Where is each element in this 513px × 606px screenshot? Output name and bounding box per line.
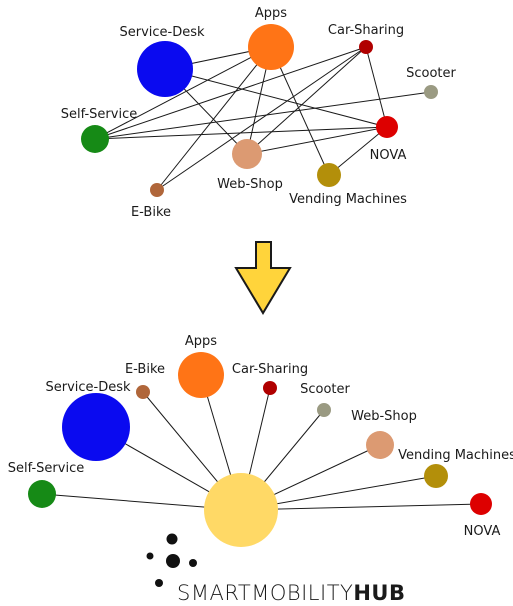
network-labels: Service-Desk AppsCar-SharingScooterSelf-S… — [61, 6, 457, 220]
network-label-e-bike: E-Bike — [131, 205, 171, 220]
network-edge-web-shop-nova — [246, 126, 388, 155]
hub-label-scooter: Scooter — [300, 382, 350, 397]
hub-label-e-bike: E-Bike — [125, 362, 165, 377]
hub-label-apps: Apps — [185, 334, 217, 349]
network-label-self-service: Self-Service — [61, 107, 137, 122]
logo-dot — [155, 579, 163, 587]
hub-label-self-service: Self-Service — [8, 461, 84, 476]
hub-nodes — [28, 352, 492, 515]
network-edge-self-service-nova — [94, 126, 388, 140]
transition-arrow-icon — [234, 241, 292, 315]
network-edge-service-desk-nova — [164, 68, 388, 128]
network-node-apps — [248, 24, 294, 70]
brand-hub: HUB — [353, 581, 405, 605]
logo-dot — [166, 533, 178, 545]
hub-labels: Self-Service Service-Desk E-Bike AppsCar-Sh… — [8, 334, 513, 539]
network-nodes — [81, 24, 438, 197]
hub-spoke-nova — [240, 503, 482, 511]
hub-node-web-shop — [366, 431, 394, 459]
hub-label-web-shop: Web-Shop — [351, 409, 417, 424]
logo-dot — [189, 559, 197, 567]
network-edge-car-sharing-nova — [365, 46, 388, 128]
logo-dot — [146, 552, 154, 560]
network-label-scooter: Scooter — [406, 66, 456, 81]
hub-node-scooter — [317, 403, 331, 417]
network-edge-car-sharing-web-shop — [246, 46, 367, 155]
network-label-car-sharing: Car-Sharing — [328, 23, 404, 38]
brand-smart: SMART — [177, 581, 251, 605]
network-node-e-bike — [150, 183, 164, 197]
network-edge-apps-e-bike — [156, 46, 272, 191]
brand-mobility: MOBILITY — [251, 581, 353, 605]
hub-label-vending: Vending Machines — [398, 448, 513, 463]
hub-node-e-bike — [136, 385, 150, 399]
hub-label-service-desk: Service-Desk — [45, 380, 131, 395]
hub-node-self-service — [28, 480, 56, 508]
network-label-web-shop: Web-Shop — [217, 177, 283, 192]
network-node-car-sharing — [359, 40, 373, 54]
network-edge-car-sharing-self-service — [94, 46, 367, 140]
network-edge-apps-vending — [270, 46, 330, 176]
network-label-service-desk: Service-Desk — [119, 25, 205, 40]
hub-node-nova — [470, 493, 492, 515]
network-edge-self-service-scooter — [94, 91, 432, 140]
network-label-vending: Vending Machines — [289, 192, 407, 207]
hub-node-car-sharing — [263, 381, 277, 395]
hub-node-apps — [178, 352, 224, 398]
brand-wordmark: SMARTMOBILITYHUB — [177, 581, 406, 605]
network-label-nova: NOVA — [370, 148, 407, 163]
network-node-self-service — [81, 125, 109, 153]
hub-label-car-sharing: Car-Sharing — [232, 362, 308, 377]
hub-center-node — [204, 473, 278, 547]
hub-label-nova: NOVA — [464, 524, 501, 539]
brand-logo: SMARTMOBILITYHUB — [146, 533, 406, 605]
network-node-web-shop — [232, 139, 262, 169]
network-node-scooter — [424, 85, 438, 99]
network-label-apps: Apps — [255, 6, 287, 21]
network-edge-nova-vending — [328, 126, 388, 176]
network-node-service-desk — [137, 41, 193, 97]
hub-node-service-desk — [62, 393, 130, 461]
network-node-vending — [317, 163, 341, 187]
network-edges — [94, 46, 432, 191]
network-node-nova — [376, 116, 398, 138]
hub-node-vending — [424, 464, 448, 488]
network-edge-car-sharing-e-bike — [156, 46, 367, 191]
network-edge-apps-self-service — [94, 46, 272, 140]
logo-dot — [166, 554, 180, 568]
